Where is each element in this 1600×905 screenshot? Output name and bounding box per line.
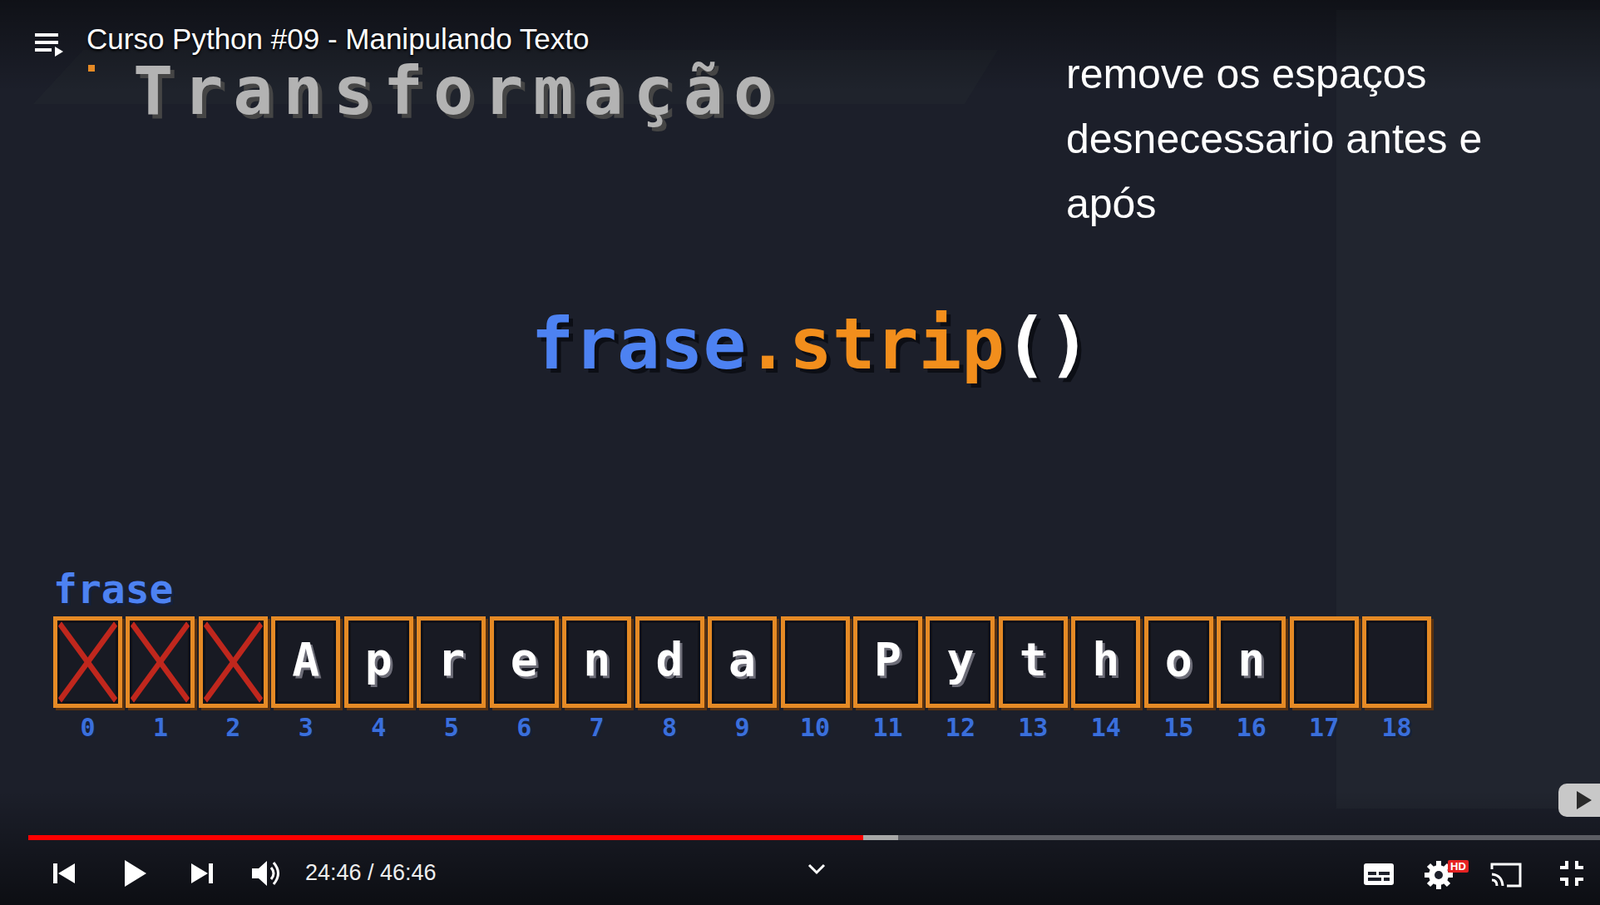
cross-stroke	[59, 623, 116, 701]
character: d	[639, 637, 701, 683]
character-cell: 18	[1362, 616, 1432, 708]
cast-button	[1491, 864, 1521, 886]
index-number: 13	[994, 715, 1072, 741]
character: A	[275, 637, 336, 683]
index-number: 11	[849, 715, 927, 741]
character: r	[420, 637, 482, 683]
character: p	[348, 637, 410, 683]
character-cell: 2	[198, 616, 268, 708]
progress-buffer	[863, 834, 899, 840]
character-cell: y12	[925, 616, 995, 708]
variable-label: frase	[53, 565, 174, 614]
character-cell: 1	[125, 616, 195, 708]
removed-mark	[129, 620, 191, 704]
character: n	[1220, 637, 1282, 683]
play-button	[124, 859, 147, 887]
fullscreen-exit-button	[1560, 860, 1584, 886]
index-number: 5	[412, 715, 490, 741]
next-button	[191, 863, 213, 884]
progress-played	[28, 834, 864, 840]
annotation-note: remove os espaços desnecessario antes e …	[1066, 41, 1566, 237]
removed-mark	[202, 620, 264, 704]
code-method: .strip	[745, 301, 1005, 387]
character-cell: r5	[416, 616, 486, 708]
character-cell: t13	[998, 616, 1068, 708]
character: t	[1002, 637, 1064, 683]
previous-button	[53, 863, 75, 884]
progress-track	[898, 834, 1600, 840]
cross-stroke	[205, 623, 262, 701]
character-cell: p4	[344, 616, 414, 708]
index-number: 18	[1358, 715, 1436, 741]
index-number: 0	[49, 715, 127, 741]
index-number: 2	[194, 715, 272, 741]
character-cell: d8	[635, 616, 705, 708]
removed-mark	[57, 620, 119, 704]
character: a	[711, 637, 773, 683]
hd-badge: HD	[1447, 859, 1469, 873]
playlist-icon	[34, 33, 64, 57]
code-parens: ()	[1004, 301, 1092, 387]
character: n	[566, 637, 628, 683]
character-cell: 10	[780, 616, 850, 708]
cross-stroke	[132, 623, 188, 701]
character: y	[929, 637, 991, 683]
character-cell: n7	[562, 616, 632, 708]
index-number: 1	[121, 715, 199, 741]
slide-heading: Transformação	[133, 51, 784, 132]
character-cell: h14	[1071, 616, 1141, 708]
character-cell: o15	[1144, 616, 1214, 708]
video-title: Curso Python #09 - Manipulando Texto	[86, 21, 589, 57]
character-cell: a9	[707, 616, 777, 708]
index-number: 15	[1140, 715, 1218, 741]
character: o	[1148, 637, 1210, 683]
index-number: 7	[558, 715, 636, 741]
index-number: 12	[921, 715, 999, 741]
index-number: 4	[340, 715, 418, 741]
character-cell: n16	[1216, 616, 1286, 708]
chevron-icon	[809, 864, 825, 873]
youtube-watermark	[1558, 783, 1600, 817]
slide-dot	[88, 64, 95, 72]
character-cell: 0	[53, 616, 123, 708]
cross-stroke	[205, 623, 262, 701]
index-number: 6	[485, 715, 563, 741]
character-cell: e6	[489, 616, 559, 708]
subtitles-button	[1363, 863, 1394, 885]
time-display: 24:46 / 46:46	[305, 859, 437, 886]
character-cell: A3	[271, 616, 341, 708]
index-number: 10	[776, 715, 855, 741]
cross-stroke	[59, 623, 116, 701]
index-number: 14	[1066, 715, 1145, 741]
index-number: 8	[631, 715, 709, 741]
code-expression: frase.strip()	[530, 301, 1091, 387]
code-object: frase	[530, 301, 746, 387]
character-cell: 17	[1289, 616, 1359, 708]
volume-button	[251, 860, 279, 886]
index-number: 9	[703, 715, 781, 741]
character-cell: P11	[853, 616, 923, 708]
cross-stroke	[132, 623, 188, 701]
index-number: 17	[1285, 715, 1363, 741]
character: h	[1075, 637, 1136, 683]
bottom-shade	[0, 790, 1600, 905]
character: P	[857, 637, 919, 683]
index-number: 16	[1212, 715, 1290, 741]
index-number: 3	[266, 715, 345, 741]
character: e	[493, 637, 555, 683]
